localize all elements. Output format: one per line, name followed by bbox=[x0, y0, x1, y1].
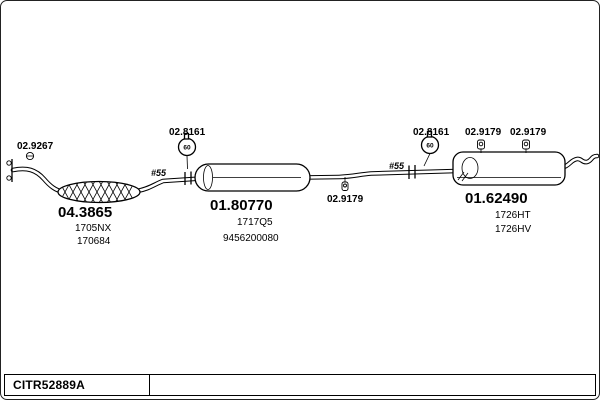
pipe-diameter-front: #55 bbox=[151, 168, 167, 178]
part-ref-rear-2: 1726HV bbox=[495, 224, 531, 235]
part-ref-rear-1: 1726HT bbox=[495, 210, 531, 221]
hanger-icon-rear1 bbox=[477, 139, 485, 153]
clamp-rear-size: 60 bbox=[426, 143, 434, 150]
clamp-front-size: 60 bbox=[183, 145, 191, 152]
footer-code-cell: CITR52889A bbox=[4, 374, 150, 396]
pipe-joint-rear bbox=[408, 165, 416, 179]
part-number-rear-muffler: 01.62490 bbox=[465, 190, 528, 207]
clamp-icon-rear: 60 bbox=[420, 130, 440, 167]
part-number-clamp-rear: 02.8161 bbox=[413, 127, 450, 138]
part-number-clamp-front: 02.8161 bbox=[169, 127, 206, 138]
part-ref-middle-1: 1717Q5 bbox=[237, 217, 273, 228]
middle-muffler bbox=[194, 163, 311, 192]
footer-empty-cell bbox=[150, 374, 596, 396]
part-number-catalytic: 04.3865 bbox=[58, 204, 112, 221]
gasket-icon bbox=[25, 151, 35, 161]
catalytic-converter bbox=[57, 180, 141, 204]
hanger-icon-rear2 bbox=[522, 139, 530, 153]
part-number-hanger-rear1: 02.9179 bbox=[465, 127, 502, 138]
part-ref-catalytic-1: 1705NX bbox=[75, 223, 111, 234]
part-number-middle-muffler: 01.80770 bbox=[210, 197, 273, 214]
part-ref-catalytic-2: 170684 bbox=[77, 236, 111, 247]
part-number-hanger-mid: 02.9179 bbox=[327, 194, 364, 205]
hanger-icon-mid bbox=[341, 177, 349, 191]
rear-muffler bbox=[452, 151, 566, 186]
footer-bar: CITR52889A bbox=[4, 374, 596, 396]
part-number-hanger-rear2: 02.9179 bbox=[510, 127, 547, 138]
exhaust-pipes bbox=[10, 153, 599, 195]
pipe-joint-front bbox=[184, 171, 192, 185]
front-flange bbox=[6, 159, 13, 182]
clamp-icon-front: 60 bbox=[177, 132, 197, 170]
part-ref-middle-2: 9456200080 bbox=[223, 233, 279, 244]
part-number-front-flange: 02.9267 bbox=[17, 141, 54, 152]
pipe-diameter-rear: #55 bbox=[389, 161, 405, 171]
exhaust-diagram: 60 60 02.9267 02.81 bbox=[6, 127, 599, 247]
